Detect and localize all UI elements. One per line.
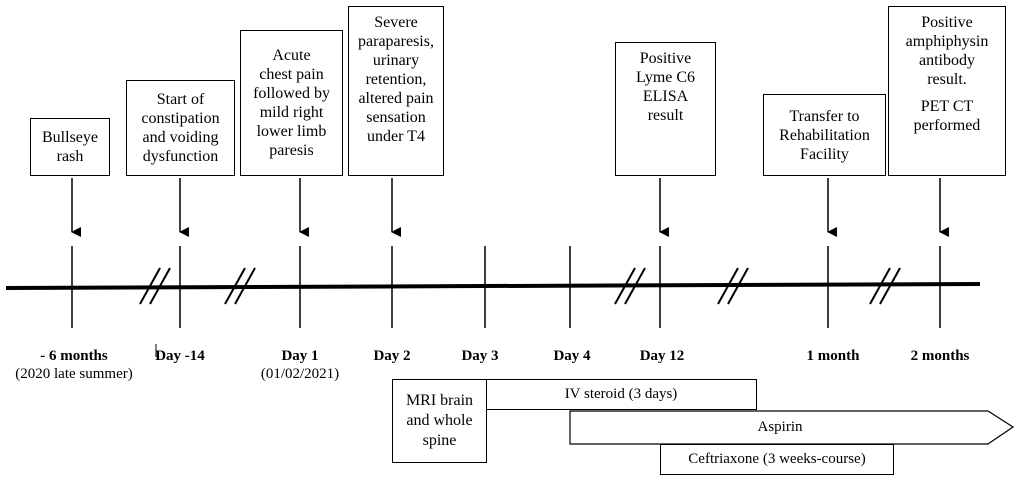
event-box-chest-pain: Acute chest pain followed by mild right … bbox=[240, 30, 343, 176]
timepoint-label-t6: Day 4 bbox=[553, 348, 591, 364]
event-box-lyme: Positive Lyme C6 ELISA result bbox=[615, 42, 716, 176]
treatment-ceftriaxone: Ceftriaxone (3 weeks-course) bbox=[660, 444, 894, 475]
timepoint-label-t2: Day -14 bbox=[155, 348, 205, 364]
break-mark-2 bbox=[224, 267, 256, 305]
break-mark-1 bbox=[139, 267, 171, 305]
timeline-axis bbox=[5, 282, 981, 290]
event-box-constipation: Start of constipation and voiding dysfun… bbox=[126, 80, 235, 176]
event-box-paraparesis: Severe paraparesis, urinary retention, a… bbox=[348, 6, 444, 176]
treatment-aspirin: Aspirin bbox=[757, 419, 803, 435]
event-box-transfer: Transfer to Rehabilitation Facility bbox=[763, 94, 886, 176]
event-box-amphiphysin: Positive amphiphysin antibody result. PE… bbox=[888, 6, 1006, 176]
timepoint-label-t3: Day 1 (01/02/2021) bbox=[260, 348, 340, 382]
treatment-mri: MRI brain and whole spine bbox=[392, 379, 487, 463]
timepoint-label-t1: - 6 months (2020 late summer) bbox=[15, 348, 133, 382]
break-mark-3 bbox=[614, 267, 646, 305]
timepoint-label-t8: 1 month bbox=[806, 348, 860, 364]
timepoint-label-t5: Day 3 bbox=[461, 348, 499, 364]
event-box-rash: Bullseye rash bbox=[30, 118, 110, 176]
timepoint-label-t4: Day 2 bbox=[373, 348, 411, 364]
treatment-steroid: IV steroid (3 days) bbox=[485, 379, 757, 410]
break-mark-4 bbox=[717, 267, 749, 305]
aspirin-bar-shape bbox=[569, 410, 1015, 445]
break-mark-5 bbox=[869, 267, 901, 305]
timepoint-label-t7: Day 12 bbox=[639, 348, 685, 364]
timepoint-label-t9: 2 months bbox=[910, 348, 970, 364]
